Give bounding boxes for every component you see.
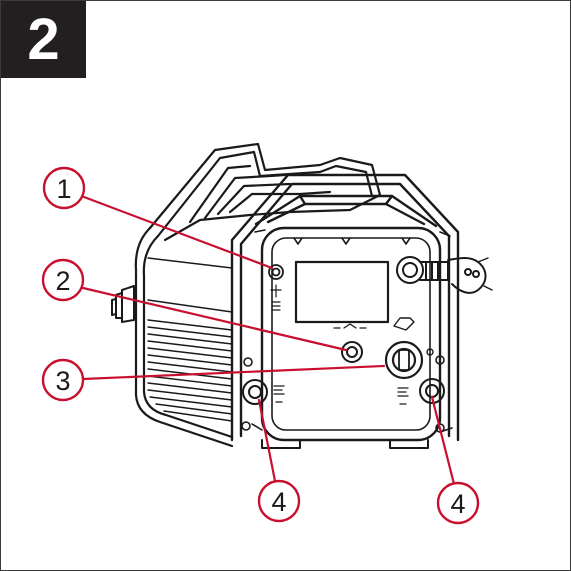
callout-circle-2	[41, 258, 85, 302]
leader-line-3	[81, 364, 386, 381]
callout-label-4b: 4	[450, 489, 465, 519]
callout-label-3: 3	[55, 366, 70, 396]
callout-label-4a: 4	[271, 487, 286, 517]
rear-handle-frame	[148, 142, 382, 242]
leader-line-2	[81, 286, 348, 352]
panel-screws	[241, 237, 445, 433]
feet	[261, 439, 429, 449]
socket-left	[242, 379, 285, 405]
callout-label-2: 2	[55, 266, 70, 296]
display-window	[294, 260, 390, 324]
step-badge: 2	[1, 1, 86, 78]
front-panel	[251, 226, 453, 442]
power-switch	[384, 317, 434, 380]
leader-line-4a	[257, 398, 277, 483]
callout-circle-1	[42, 166, 86, 210]
callout-label-1: 1	[56, 174, 71, 204]
leader-line-4b	[430, 395, 456, 486]
side-clip	[111, 285, 135, 323]
callout-circle-4a	[257, 479, 301, 523]
socket-right	[397, 378, 445, 405]
leader-line-1	[82, 195, 274, 270]
side-body	[134, 226, 234, 448]
callout-circle-4b	[436, 481, 480, 525]
gas-connector	[268, 264, 284, 311]
euro-connector	[333, 323, 367, 363]
callout-circle-3	[41, 358, 85, 402]
torch-connector	[396, 256, 493, 294]
